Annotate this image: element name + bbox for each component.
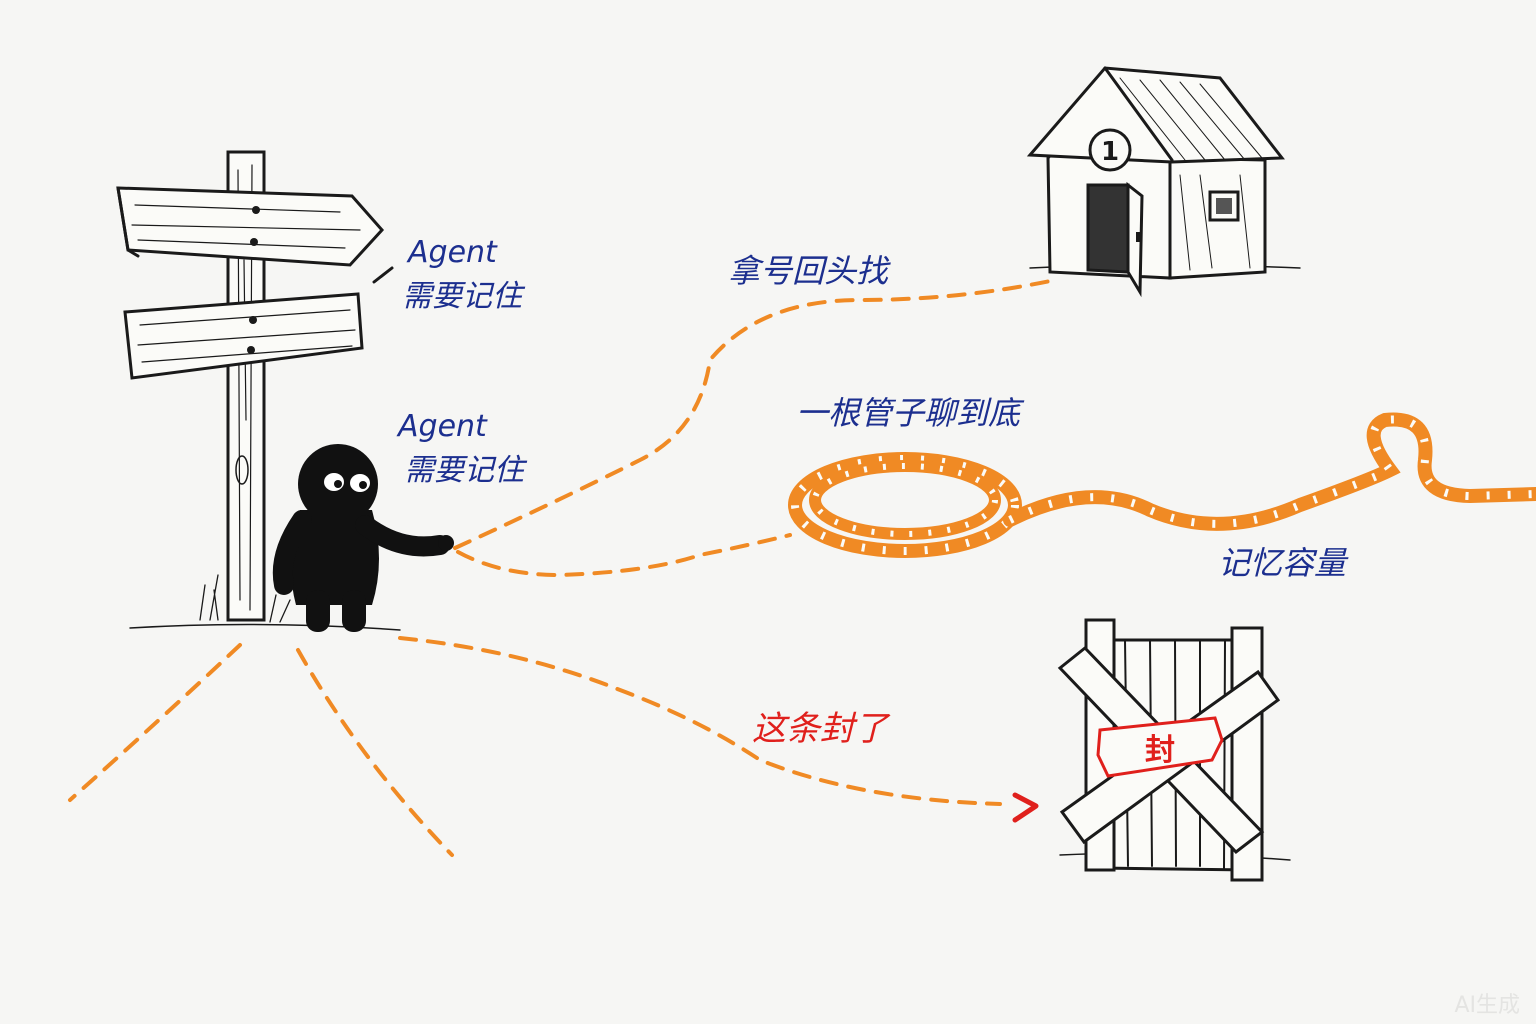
- route-branch-left: [68, 643, 242, 802]
- boarded-gate-icon: [1057, 618, 1281, 882]
- character-note-remember: 需要记住: [404, 453, 528, 488]
- route-branch-down: [296, 648, 454, 857]
- route-to-house: [453, 278, 1057, 550]
- house-icon: [1026, 66, 1285, 298]
- coiled-hose-icon: [788, 412, 1536, 558]
- hose-route-label: 一根管子聊到底: [796, 394, 1025, 432]
- note-leader-line: [372, 266, 394, 284]
- route-to-hose: [456, 533, 792, 578]
- character-note-agent: Agent: [396, 409, 488, 444]
- route-to-gate: [398, 636, 1039, 823]
- seal-tape-label: 封: [1145, 733, 1175, 768]
- shadow-creature-icon: [272, 444, 454, 632]
- blocked-route-label: 这条封了: [752, 709, 891, 749]
- signpost-note-remember: 需要记住: [402, 279, 526, 314]
- signpost-icon: [116, 150, 385, 623]
- memory-capacity-label: 记忆容量: [1218, 544, 1349, 582]
- house-route-label: 拿号回头找: [728, 252, 891, 290]
- watermark: AI生成: [1454, 993, 1520, 1018]
- house-number: 1: [1101, 137, 1119, 167]
- signpost-note-agent: Agent: [406, 235, 498, 270]
